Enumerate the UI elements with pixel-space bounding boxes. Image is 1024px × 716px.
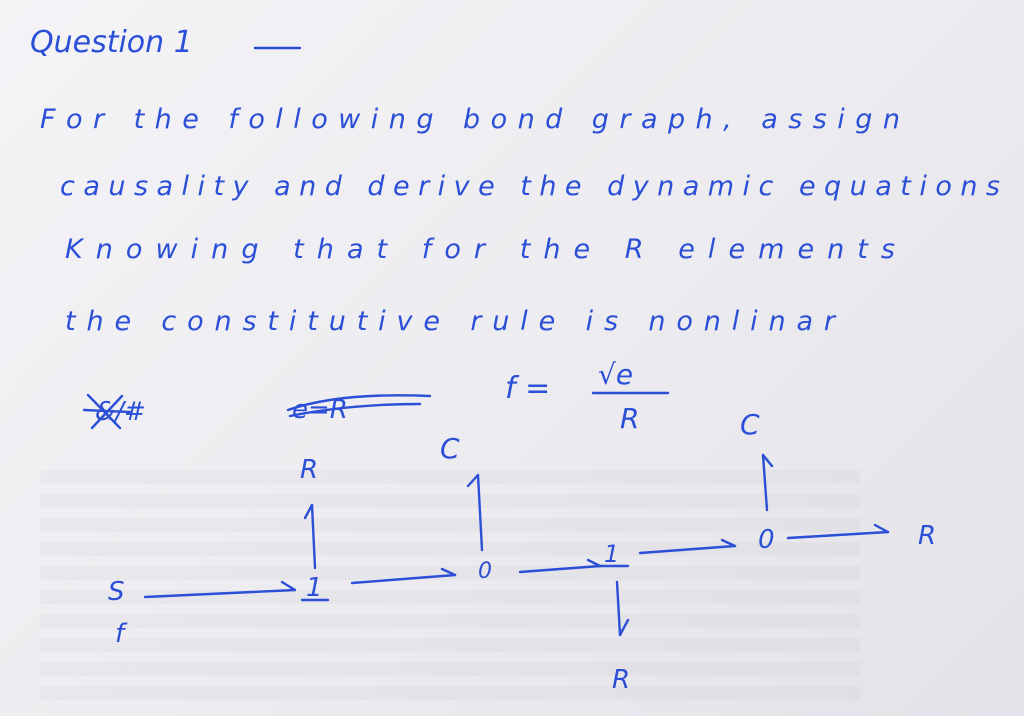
bond-graph: S f 1 R 0 C 1 <box>108 408 936 695</box>
junction-0-right: 0 <box>758 525 775 555</box>
bond-1-to-0-right <box>638 544 737 555</box>
junction-0-mid: 0 <box>478 559 492 584</box>
question-line-3: Knowing that for the R elements <box>65 234 895 265</box>
junction-1-right: 1 <box>604 540 619 568</box>
half-arrow-1-0 <box>440 567 457 577</box>
r-element-bottom: R <box>612 665 630 695</box>
half-arrow-0-c-right <box>761 453 774 468</box>
formula-numerator: √e <box>598 358 633 391</box>
r-element-right: R <box>918 521 936 551</box>
bond-sf-to-1 <box>143 588 297 599</box>
c-element-right: C <box>740 408 760 441</box>
half-arrow-0-r-right <box>873 523 890 534</box>
bond-1-to-r <box>310 503 317 570</box>
formula: f = √e R <box>505 358 670 435</box>
bond-1-to-0 <box>350 573 457 585</box>
half-arrow-0-c <box>466 473 480 488</box>
question-title: Question 1 <box>30 25 193 60</box>
bond-0-to-c-right <box>761 453 769 512</box>
bond-0-to-r-right <box>786 530 890 540</box>
source-label-f: f <box>115 619 128 649</box>
formula-lhs: f = <box>505 371 550 406</box>
c-element-mid: C <box>440 432 460 465</box>
crossed-out-text-1: &/# <box>82 393 146 430</box>
paper-bleed-through <box>40 470 860 710</box>
half-arrow-1-0-right <box>720 538 737 548</box>
bond-0-to-1 <box>518 564 602 574</box>
question-line-4: the constitutive rule is nonlinar <box>65 306 837 337</box>
half-arrow-sf-1 <box>280 580 297 592</box>
half-arrow-1-r-bottom <box>618 618 630 637</box>
crossed-out-text-2: e=R <box>286 394 432 425</box>
junction-1-left: 1 <box>306 573 323 603</box>
bond-0-to-c <box>476 473 484 552</box>
source-label-s: S <box>108 577 125 607</box>
bond-1-to-r-bottom <box>615 580 622 637</box>
question-line-1: For the following bond graph, assign <box>40 104 900 135</box>
half-arrow-1-r <box>303 503 314 520</box>
question-line-2: causality and derive the dynamic equatio… <box>60 171 1000 202</box>
r-element-top: R <box>300 455 318 485</box>
formula-denominator: R <box>620 402 639 435</box>
